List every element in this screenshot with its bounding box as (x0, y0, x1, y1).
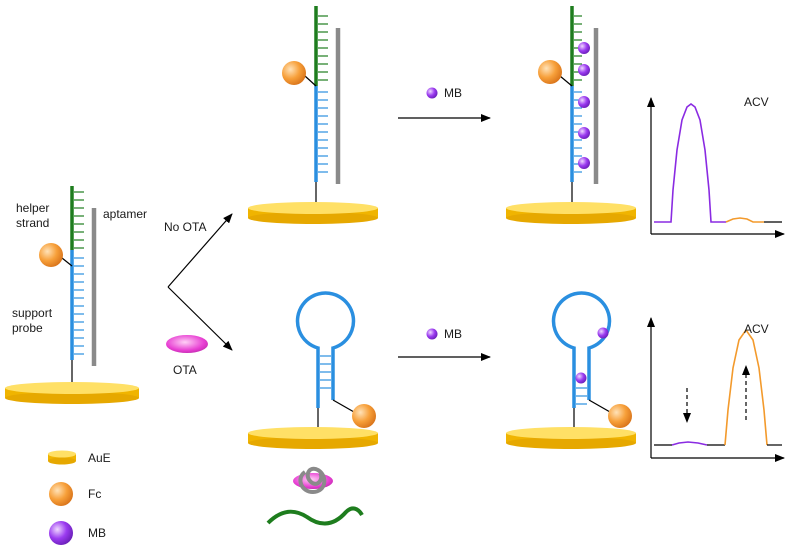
strand-label: strand (16, 216, 50, 230)
mb-inside-loop (597, 327, 609, 339)
electrode-icon (48, 450, 76, 465)
ferrocene-bottom-middle (352, 404, 376, 428)
legend-label-fc: Fc (88, 487, 102, 501)
gold-electrode-left (5, 382, 139, 404)
ferrocene-bottom-right (608, 404, 632, 428)
no-ota-label: No OTA (164, 220, 207, 234)
ferrocene-top-right (538, 60, 562, 84)
mb-icon-bottom (426, 328, 438, 340)
intercalated-mb-top-right (578, 42, 590, 169)
legend (48, 450, 76, 545)
left-electrode-assembly (5, 186, 139, 404)
support-label: support (12, 306, 53, 320)
mb-addition-top (398, 87, 491, 122)
top-middle-assembly (248, 6, 378, 224)
bottom-right-assembly (506, 291, 636, 449)
gold-electrode-bottom-middle (248, 427, 378, 449)
acv-label-bottom: ACV (744, 322, 769, 336)
gold-electrode-top-middle (248, 202, 378, 224)
mb-peak-top (654, 103, 726, 223)
mb-icon-top (426, 87, 438, 99)
ferrocene-icon (49, 482, 73, 506)
helper-label: helper (16, 201, 50, 215)
mb-label-top: MB (444, 86, 462, 100)
legend-label-aue: AuE (88, 451, 111, 465)
top-right-assembly (506, 6, 636, 224)
ferrocene-label-left (39, 243, 63, 267)
mb-peak-bottom (671, 441, 708, 446)
methylene-blue-icon (49, 521, 73, 545)
mb-in-stem (575, 372, 587, 384)
ota-molecule-icon (166, 335, 208, 353)
acv-label-top: ACV (744, 95, 769, 109)
acv-plot-top (647, 97, 785, 238)
gold-electrode-top-right (506, 202, 636, 224)
hairpin-probe-bottom-middle (295, 291, 356, 408)
probe-label: probe (12, 321, 43, 335)
hairpin-probe-bottom-right (551, 291, 612, 408)
ferrocene-top-middle (282, 61, 306, 85)
fc-peak-bottom (724, 328, 768, 446)
fc-peak-top (725, 217, 764, 223)
mb-addition-bottom (398, 328, 491, 361)
mb-label-bottom: MB (444, 327, 462, 341)
aptamer-label: aptamer (103, 207, 148, 221)
ota-label: OTA (173, 363, 197, 377)
ota-aptamer-complex (293, 466, 333, 495)
legend-label-mb: MB (88, 526, 106, 540)
acv-plot-bottom (647, 317, 785, 462)
bottom-middle-assembly (248, 291, 378, 526)
branch-arrows (167, 213, 233, 351)
base-pairs-left (74, 191, 84, 355)
released-helper-strand (266, 506, 364, 526)
gold-electrode-bottom-right (506, 427, 636, 449)
